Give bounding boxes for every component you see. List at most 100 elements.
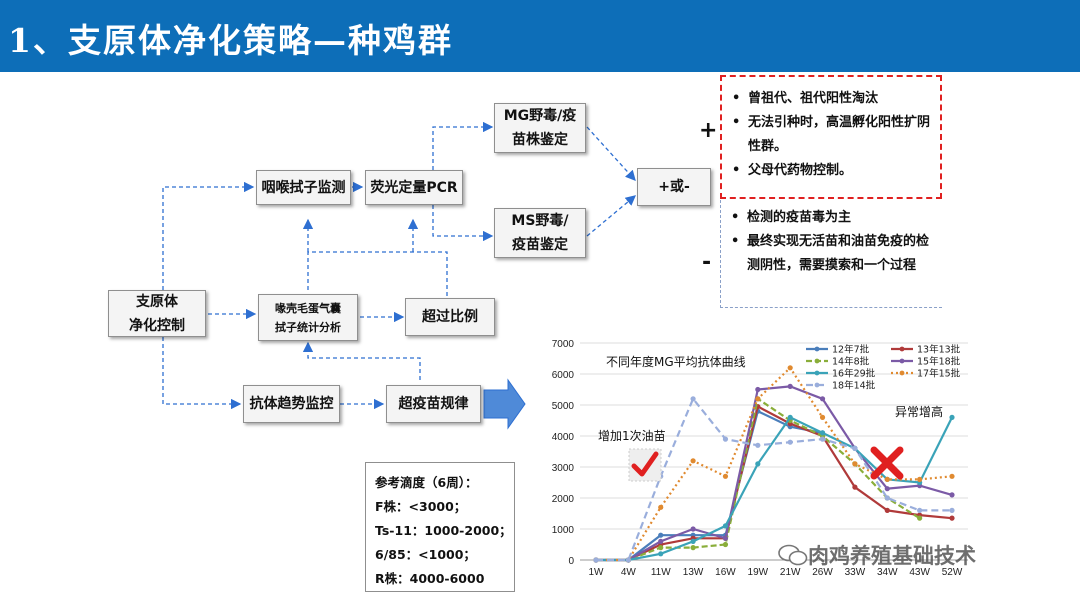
series-line: [596, 404, 953, 562]
title-bar: 1、支原体净化策略—种鸡群: [0, 0, 1080, 72]
node-ms-line1: MS野毒/: [511, 213, 569, 229]
node-result: +或-: [637, 168, 711, 206]
data-point: [852, 461, 858, 467]
y-tick-label: 4000: [552, 432, 575, 443]
data-point: [722, 535, 729, 541]
series-line: [596, 396, 952, 562]
reference-title: 参考滴度（6周）：: [375, 475, 478, 490]
legend-label: 13年13批: [917, 344, 961, 356]
data-point: [949, 515, 955, 521]
node-control-line2: 净化控制: [129, 317, 185, 334]
node-antibody: 抗体趋势监控: [243, 385, 340, 423]
legend-marker: [814, 382, 820, 388]
x-tick-label: 33W: [845, 567, 866, 578]
negative-actions: 检测的疫苗毒为主 最终实现无活苗和油苗免疫的检测阴性，需要摸索和一个过程: [720, 200, 942, 308]
data-point: [949, 507, 955, 513]
y-tick-label: 5000: [552, 401, 575, 412]
chart-background: [538, 335, 978, 580]
positive-actions: 曾祖代、祖代阳性淘汰 无法引种时，高温孵化阳性扩阴性群。 父母代药物控制。: [720, 75, 942, 199]
legend-marker: [899, 358, 905, 364]
annotation-oil-vaccine: 增加1次油苗: [598, 429, 666, 443]
data-point: [690, 526, 696, 532]
data-point: [722, 473, 729, 479]
data-point: [755, 461, 761, 467]
x-tick-label: 43W: [909, 567, 930, 578]
legend-marker: [899, 346, 905, 352]
legend-label: 12年7批: [832, 344, 870, 356]
node-mg: MG野毒/疫 苗株鉴定: [494, 103, 586, 153]
y-tick-label: 2000: [552, 494, 575, 505]
legend-label: 14年8批: [832, 356, 870, 368]
cross-icon: [870, 446, 904, 480]
reference-line: R株：4000-6000: [375, 571, 485, 586]
data-point: [658, 551, 664, 557]
chart-title: 不同年度MG平均抗体曲线: [606, 355, 746, 369]
annotation-abnormal: 异常增高: [895, 405, 944, 419]
reference-line: Ts-11：1000-2000；: [375, 523, 512, 538]
node-throat-swab: 咽喉拭子监测: [256, 170, 351, 205]
positive-item: 父母代药物控制。: [730, 159, 936, 183]
node-ms: MS野毒/ 疫苗鉴定: [494, 208, 586, 258]
legend-label: 17年15批: [917, 368, 961, 380]
data-point: [949, 414, 955, 420]
data-point: [884, 507, 890, 513]
data-point: [884, 486, 890, 492]
data-point: [593, 557, 599, 563]
data-point: [658, 545, 664, 551]
data-point: [949, 492, 955, 498]
node-control-line1: 支原体: [136, 293, 178, 310]
negative-item: 检测的疫苗毒为主: [729, 206, 938, 230]
reference-titers: 参考滴度（6周）： F株：<3000； Ts-11：1000-2000； 6/8…: [365, 462, 515, 592]
reference-line: 6/85：<1000；: [375, 547, 476, 562]
node-swab-stats: 喙壳毛蛋气囊 拭子统计分析: [258, 294, 358, 341]
big-arrow: [483, 378, 526, 430]
node-pcr: 荧光定量PCR: [365, 170, 463, 205]
data-point: [787, 383, 793, 389]
data-point: [690, 545, 696, 551]
x-tick-label: 4W: [621, 567, 637, 578]
x-tick-label: 16W: [715, 567, 736, 578]
data-point: [884, 495, 890, 501]
positive-item: 曾祖代、祖代阳性淘汰: [730, 87, 936, 111]
plus-sign: +: [699, 118, 718, 143]
watermark: 肉鸡养殖基础技术: [808, 544, 976, 568]
data-point: [690, 538, 696, 544]
wechat-icon: [778, 544, 808, 566]
data-point: [658, 532, 664, 538]
node-swab-line2: 拭子统计分析: [275, 320, 341, 334]
data-point: [787, 365, 793, 371]
minus-sign: -: [702, 250, 712, 275]
legend-label: 15年18批: [917, 356, 961, 368]
data-point: [625, 557, 631, 563]
x-tick-label: 19W: [748, 567, 769, 578]
legend-marker: [814, 358, 820, 364]
legend-label: 16年29批: [832, 368, 876, 380]
y-tick-label: 6000: [552, 370, 575, 381]
node-mg-line2: 苗株鉴定: [512, 132, 568, 148]
data-point: [658, 504, 664, 510]
x-tick-label: 26W: [812, 567, 833, 578]
series-line: [596, 385, 953, 562]
data-point: [787, 414, 793, 420]
data-point: [722, 436, 729, 442]
node-ms-line2: 疫苗鉴定: [512, 237, 568, 253]
data-point: [755, 396, 761, 402]
data-point: [917, 507, 923, 513]
x-tick-label: 21W: [780, 567, 801, 578]
x-tick-label: 13W: [683, 567, 704, 578]
x-tick-label: 1W: [589, 567, 605, 578]
data-point: [819, 396, 826, 402]
data-point: [819, 414, 826, 420]
y-tick-label: 0: [568, 556, 574, 567]
data-point: [755, 442, 761, 448]
x-tick-label: 11W: [651, 567, 671, 578]
check-icon: [628, 448, 662, 482]
data-point: [722, 523, 729, 529]
legend-marker: [814, 370, 820, 376]
data-point: [852, 445, 858, 451]
data-point: [755, 386, 761, 393]
x-tick-label: 34W: [877, 567, 898, 578]
node-control: 支原体 净化控制: [108, 290, 206, 337]
